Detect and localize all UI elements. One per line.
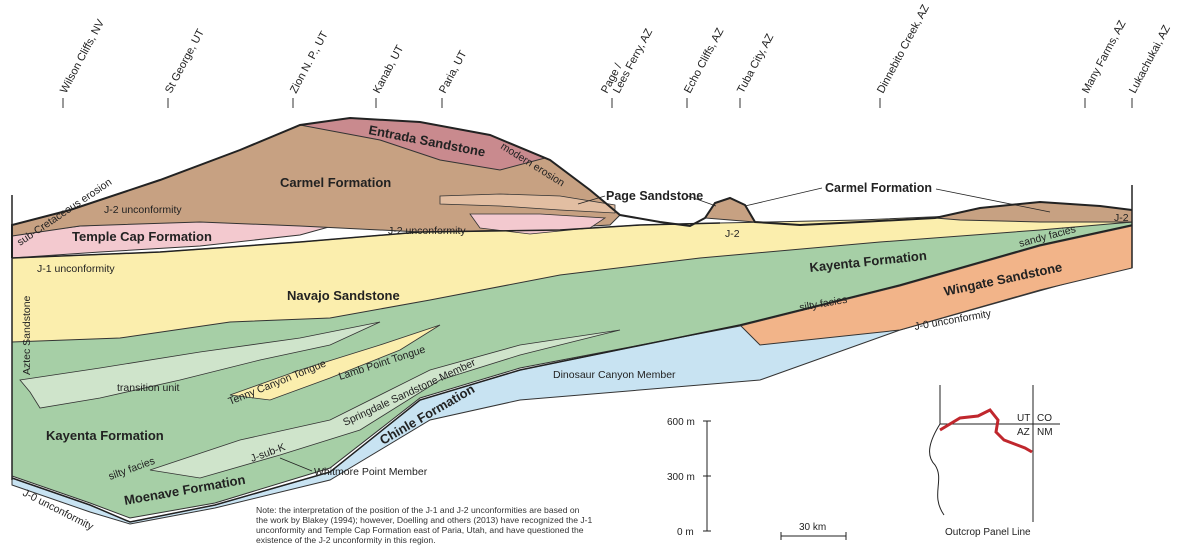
transition-unit-layer [19, 321, 381, 409]
label-navajo-sandstone: Navajo Sandstone [287, 288, 400, 303]
inset-ut: UT [1017, 413, 1030, 424]
inset-nm: NM [1037, 427, 1053, 438]
navajo-tongue-west [229, 324, 441, 401]
inset-map [929, 385, 1060, 522]
location-lees-ferry: Lees Ferry, AZ [611, 27, 655, 96]
inset-az: AZ [1017, 427, 1030, 438]
inset-caption: Outcrop Panel Line [945, 527, 1031, 538]
vscale-0: 0 m [677, 527, 694, 538]
label-j2-unconformity-west: J-2 unconformity [104, 204, 182, 216]
label-kayenta-formation-west: Kayenta Formation [46, 428, 164, 443]
label-carmel-callout: Carmel Formation [825, 181, 932, 195]
label-page-sandstone: Page Sandstone [606, 189, 703, 203]
label-dinosaur-canyon: Dinosaur Canyon Member [553, 369, 676, 381]
label-transition-unit: transition unit [117, 382, 180, 394]
callout-lines [279, 187, 1051, 472]
location-paria: Paria, UT [437, 49, 470, 96]
j0-unconformity-line [11, 224, 1133, 523]
location-wilson-cliffs: Wilson Cliffs, NV [58, 17, 107, 95]
hscale-30km: 30 km [799, 522, 826, 533]
vertical-scale [703, 420, 711, 532]
location-dinnebito-creek: Dinnebito Creek, AZ [875, 3, 932, 96]
inset-co: CO [1037, 413, 1052, 424]
vscale-600: 600 m [667, 417, 695, 428]
label-aztec-sandstone: Aztec Sandstone [21, 295, 33, 375]
vscale-300: 300 m [667, 472, 695, 483]
label-temple-cap-formation: Temple Cap Formation [72, 229, 212, 244]
note-line-1: Note: the interpretation of the position… [256, 505, 580, 515]
label-j2-east: J-2 [1114, 212, 1129, 224]
location-many-farms: Many Farms, AZ [1080, 18, 1129, 95]
location-lukachukai: Lukachukai, AZ [1127, 23, 1173, 95]
springdale-sandstone-layer [149, 329, 621, 479]
note-line-3: unconformity and Temple Cap Formation ea… [256, 525, 584, 535]
horizontal-scale [780, 532, 847, 540]
label-j1-unconformity: J-1 unconformity [37, 263, 115, 275]
j1-unconformity-line [11, 222, 721, 259]
location-tuba-city: Tuba City, AZ [735, 32, 776, 96]
location-st-george: St George, UT [163, 27, 207, 95]
carmel-lens-page [439, 193, 616, 214]
label-j2-echo-cliffs: J-2 [725, 228, 740, 240]
note-line-2: the work by Blakey (1994); however, Doel… [256, 515, 593, 525]
note-line-4: existence of the J-2 unconformity in thi… [256, 535, 436, 545]
location-ticks [62, 98, 1133, 108]
label-carmel-formation: Carmel Formation [280, 175, 391, 190]
outcrop-panel-line [939, 408, 1033, 454]
location-echo-cliffs: Echo Cliffs, AZ [682, 26, 726, 95]
label-j2-unconformity-mid: J-2 unconformity [388, 225, 466, 237]
location-kanab: Kanab, UT [371, 43, 406, 95]
location-zion: Zion N. P., UT [288, 29, 331, 95]
label-whitmore-point: Whitmore Point Member [314, 466, 428, 478]
